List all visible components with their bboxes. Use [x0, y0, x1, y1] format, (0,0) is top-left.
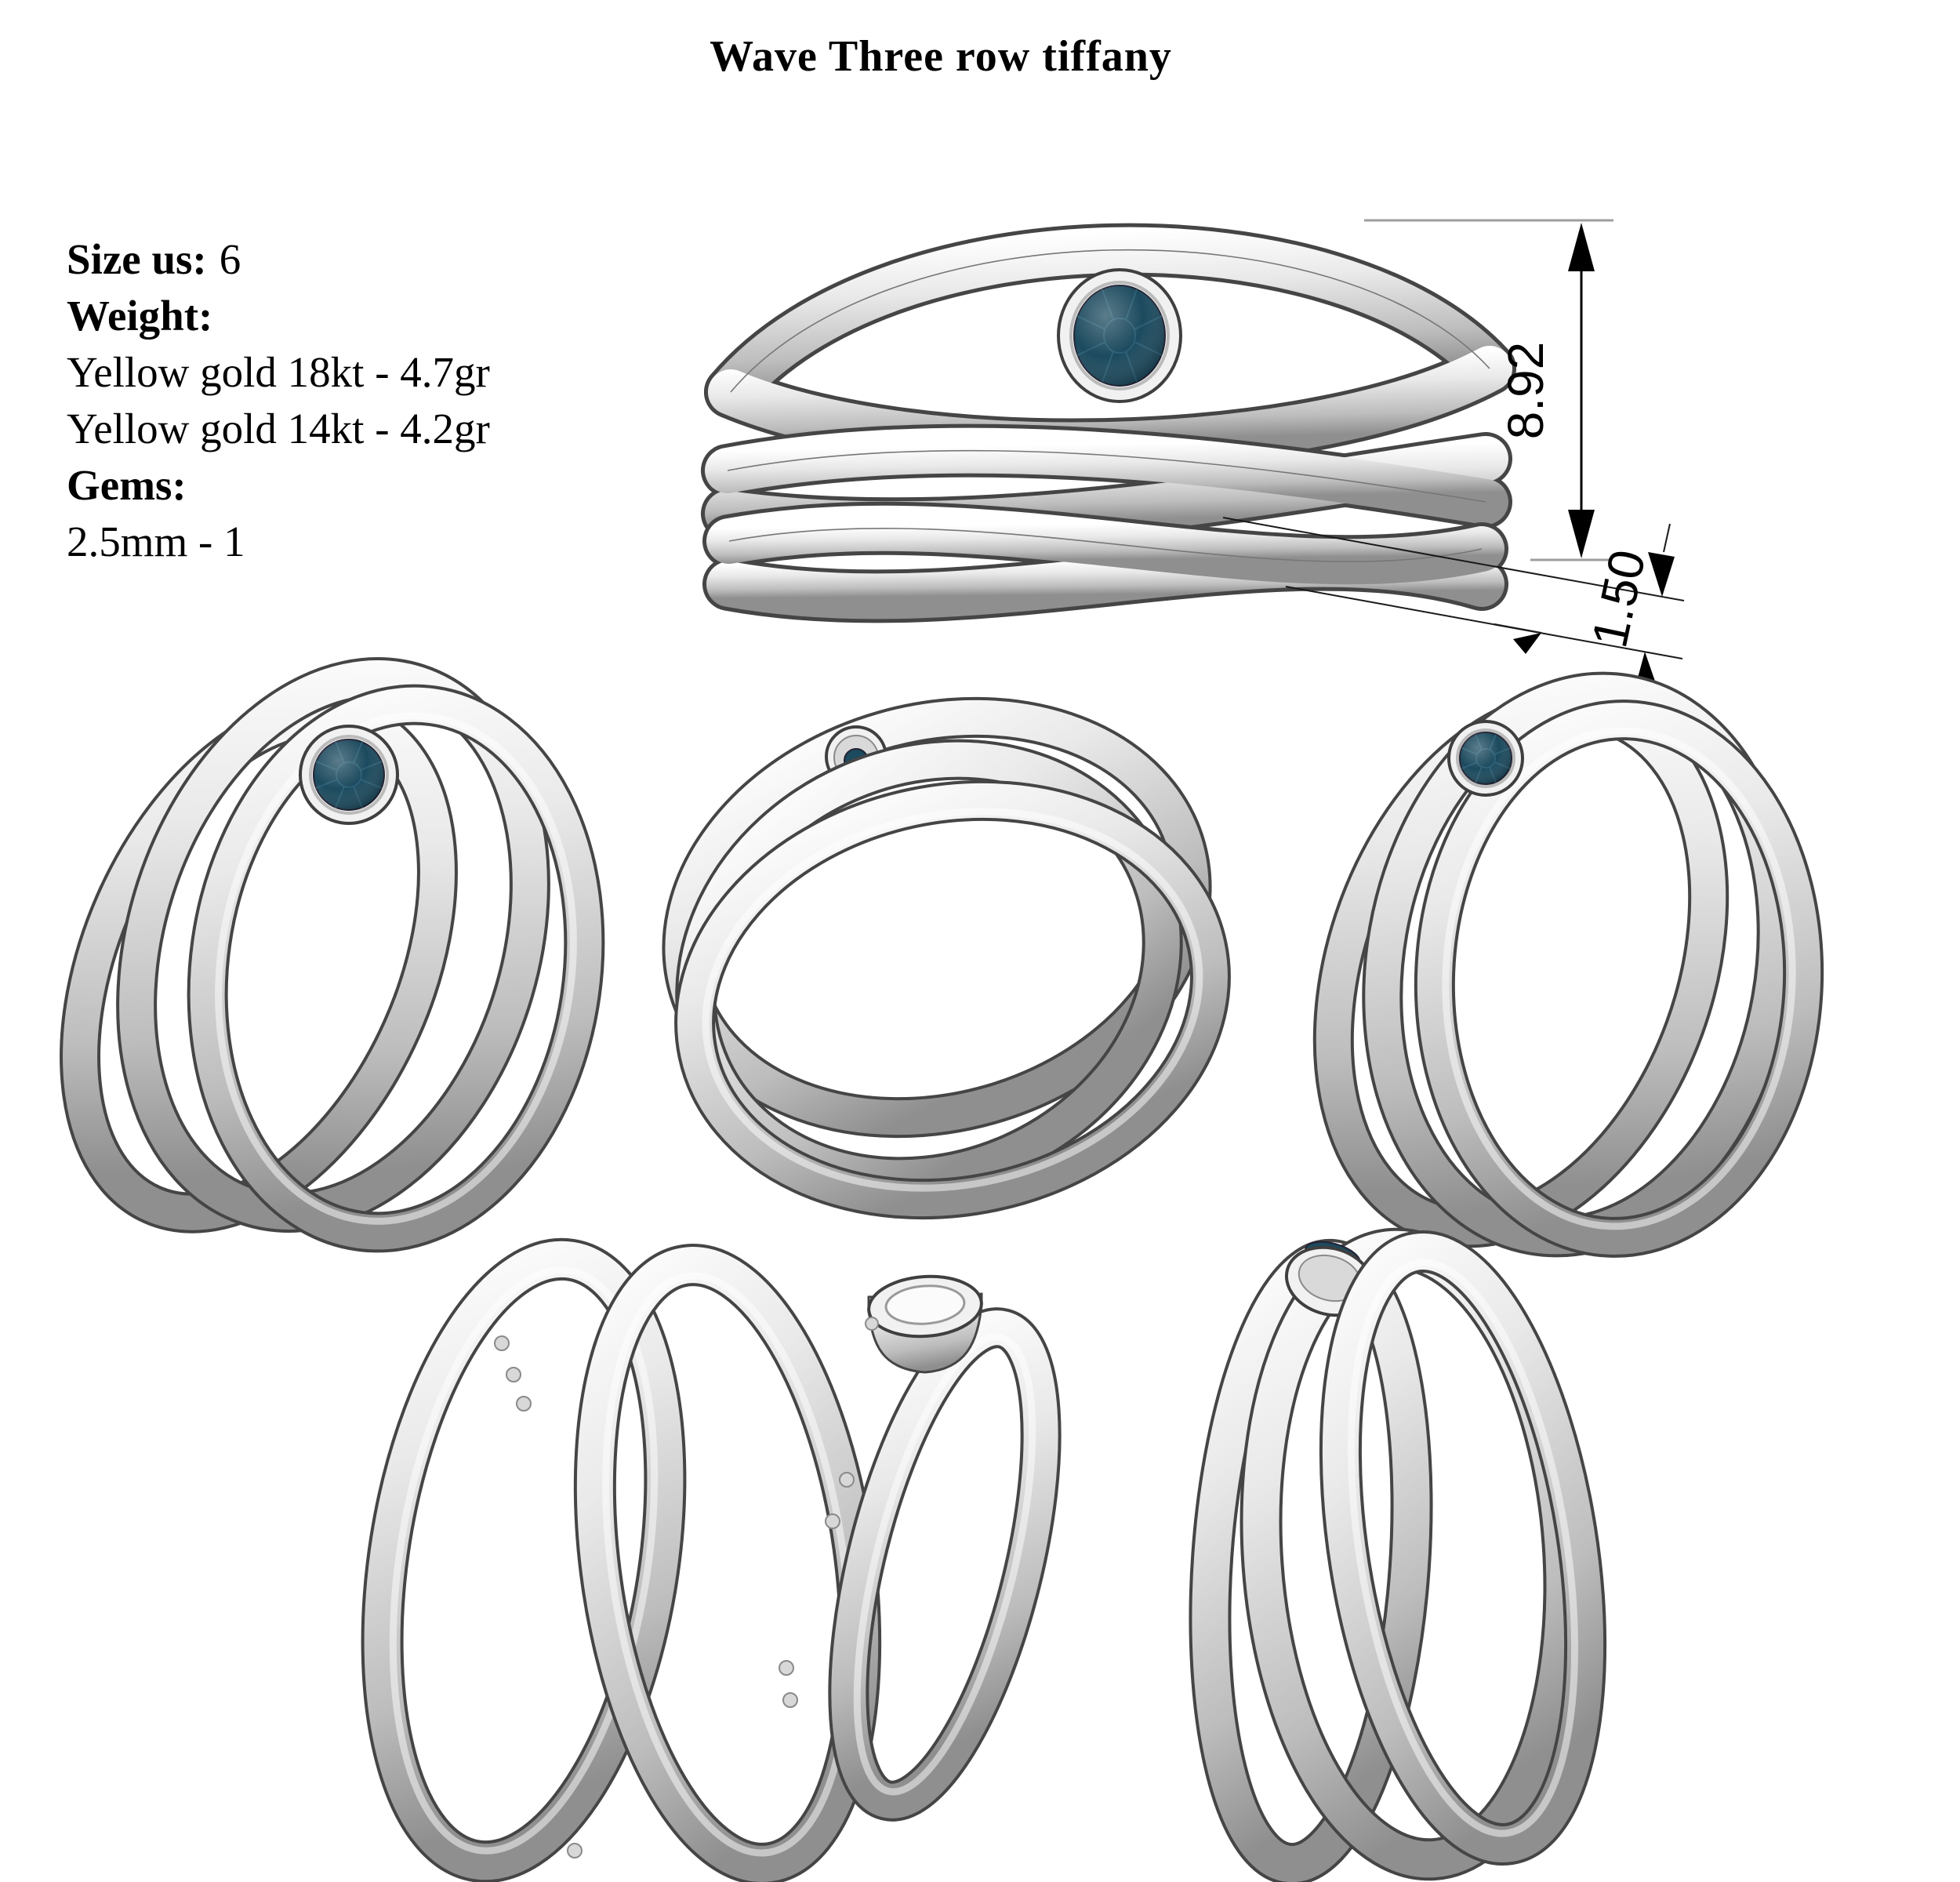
perspective-render-center — [662, 696, 1231, 1220]
size-row: Size us:6 — [67, 231, 490, 288]
bezel-setting — [299, 725, 399, 825]
height-dimension: 8.92 — [1364, 219, 1613, 561]
bezel-setting — [1447, 720, 1524, 797]
tube-loop — [702, 501, 1508, 623]
leader-line — [1494, 623, 1542, 634]
height-dimension-label: 8.92 — [1497, 342, 1554, 440]
gem-highlight — [314, 739, 384, 810]
leader-line — [1663, 523, 1671, 553]
dimension-arrow — [1568, 223, 1595, 271]
solder-dot — [825, 1513, 840, 1529]
gem-highlight — [1074, 285, 1165, 386]
size-value: 6 — [219, 235, 241, 283]
extension-line — [1222, 517, 1685, 601]
extension-line — [1285, 586, 1683, 659]
perspective-render-left — [60, 657, 605, 1253]
size-label: Size us: — [67, 235, 207, 283]
solder-dot — [839, 1472, 855, 1488]
weight-line-14kt: Yellow gold 14kt - 4.2gr — [67, 405, 490, 452]
tube-loop — [361, 1237, 687, 1882]
bezel-setting — [1057, 268, 1182, 403]
dimension-arrow — [1568, 510, 1595, 558]
wire-dimension-label: 1.50 — [1581, 545, 1656, 652]
tube-loop — [828, 1307, 1062, 1822]
tube-loop — [1362, 671, 1798, 1258]
gem-highlight — [1460, 732, 1512, 784]
front-view-render — [701, 223, 1516, 623]
side-render-left — [361, 1237, 882, 1882]
dimension-arrow — [1513, 633, 1541, 654]
perspective-render-right — [1312, 671, 1824, 1258]
bezel-cup — [865, 1274, 983, 1374]
dimension-arrow — [1648, 552, 1675, 597]
tube-loop — [674, 779, 1231, 1220]
weight-label: Weight: — [67, 292, 213, 340]
tube-loop — [1414, 699, 1824, 1258]
solder-dots — [494, 1335, 798, 1858]
gems-line: 2.5mm - 1 — [67, 518, 245, 565]
side-render-right — [1189, 1227, 1607, 1882]
tube-loop — [116, 657, 550, 1233]
weight-line-18kt: Yellow gold 18kt - 4.7gr — [67, 348, 490, 396]
tube-loop — [1319, 1230, 1607, 1866]
side-render-center — [825, 1274, 1062, 1822]
drawing-title: Wave Three row tiffany — [710, 32, 1172, 81]
bezel-rim — [1069, 281, 1170, 391]
tube-loop — [187, 684, 605, 1253]
gems-label: Gems: — [67, 461, 187, 509]
specs-block: Size us:6 Weight: Yellow gold 18kt - 4.7… — [67, 231, 490, 570]
